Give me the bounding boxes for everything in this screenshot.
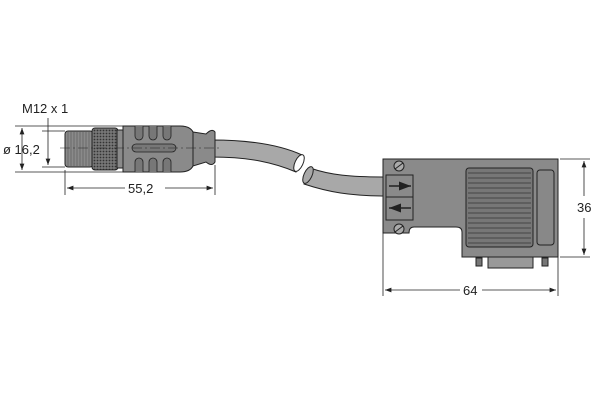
screw-icon [393, 160, 405, 172]
diameter-label: ø 16,2 [3, 142, 40, 157]
height-box-label: 36 [577, 200, 591, 215]
thread-label: M12 x 1 [22, 101, 68, 116]
cable-break-right [302, 166, 314, 184]
jack-screw [541, 257, 549, 267]
jack-screw [475, 257, 483, 267]
length-m12-label: 55,2 [128, 181, 153, 196]
cable-segment-right [303, 167, 387, 197]
m12-connector [60, 125, 220, 173]
dimension-lines [15, 118, 590, 296]
grille [465, 167, 534, 248]
cable-segment-left [211, 139, 303, 173]
dsub-plug [487, 256, 534, 269]
side-panel [536, 169, 555, 246]
subd-connector [382, 158, 559, 269]
screw-icon [393, 223, 405, 235]
knurl-nut [91, 127, 119, 171]
length-box-label: 64 [463, 283, 477, 298]
cable-break-left [293, 154, 305, 172]
